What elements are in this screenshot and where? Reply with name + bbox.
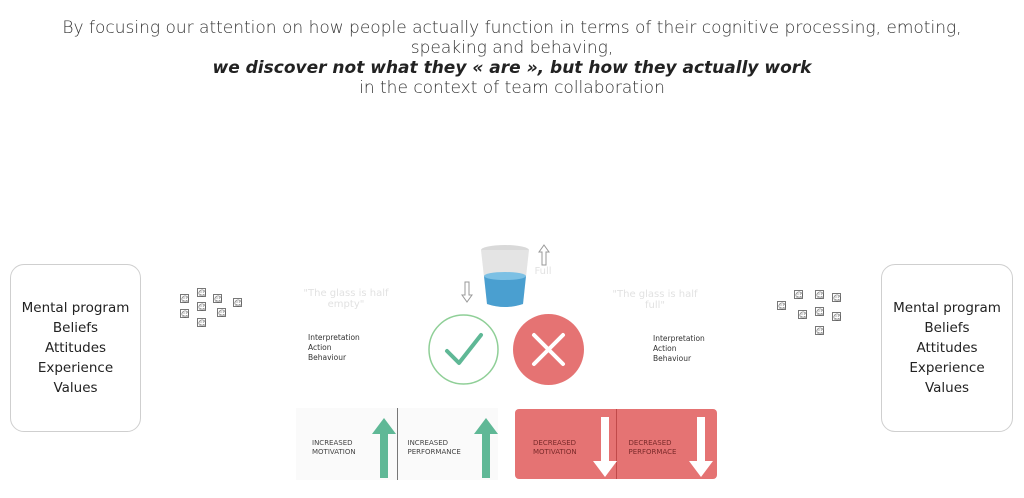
person-icon: ☺ [815, 290, 825, 300]
left-list-item: Behaviour [308, 353, 347, 362]
left-box-line: Experience [37, 360, 114, 376]
person-icon: ☺ [217, 308, 227, 318]
person-icon: ☺ [180, 309, 190, 319]
label-line: DECREASED [628, 439, 672, 447]
left-quote-line: "The glass is half [303, 288, 389, 299]
label-line: PERFORMANCE [407, 448, 461, 456]
check-icon [428, 314, 499, 385]
label-line: INCREASED [407, 439, 449, 447]
decreased-performance-cell: DECREASED PERFORMACE [617, 409, 718, 479]
label-line: MOTIVATION [312, 448, 356, 456]
decreased-motivation-label: DECREASED MOTIVATION [533, 439, 577, 457]
decreased-motivation-cell: DECREASED MOTIVATION [515, 409, 617, 479]
right-box-line: Beliefs [924, 320, 970, 336]
right-quote-line: "The glass is half [612, 289, 698, 300]
right-list-item: Behaviour [653, 354, 692, 363]
arrow-down-icon [593, 417, 617, 477]
label-line: DECREASED [533, 439, 577, 447]
person-icon: ☺ [832, 293, 842, 303]
label-line: MOTIVATION [533, 448, 577, 456]
increased-performance-label: INCREASED PERFORMANCE [408, 439, 461, 457]
increased-performance-cell: INCREASED PERFORMANCE [398, 408, 499, 480]
left-list-item: Action [308, 343, 332, 352]
right-list-item: Action [653, 344, 677, 353]
left-box-line: Mental program [21, 300, 130, 316]
person-icon: ☺ [197, 288, 207, 298]
right-mental-program-box: Mental program Beliefs Attitudes Experie… [881, 264, 1013, 432]
left-box-line: Beliefs [52, 320, 99, 336]
header-text: By focusing our attention on how people … [0, 18, 1024, 98]
person-icon: ☺ [815, 326, 825, 336]
person-icon: ☺ [180, 294, 190, 304]
decreased-performance-label: DECREASED PERFORMACE [629, 439, 677, 457]
right-box-line: Mental program [893, 300, 1001, 316]
left-quote: "The glass is half empty" [296, 288, 396, 310]
person-icon: ☺ [197, 318, 207, 328]
decrease-panel: DECREASED MOTIVATION DECREASED PERFORMAC… [515, 409, 717, 479]
increased-motivation-label: INCREASED MOTIVATION [312, 439, 356, 457]
header-line-3: in the context of team collaboration [359, 78, 665, 98]
arrow-down-icon [688, 417, 713, 477]
left-quote-line: empty" [327, 299, 365, 310]
right-list-item: Interpretation [653, 334, 705, 343]
increased-motivation-cell: INCREASED MOTIVATION [296, 408, 398, 480]
arrow-up-icon [372, 418, 396, 478]
left-box-line: Values [53, 380, 98, 396]
header-line-2: we discover not what they « are », but h… [212, 58, 812, 78]
person-icon: ☺ [794, 290, 804, 300]
left-mental-program-box: Mental program Beliefs Attitudes Experie… [10, 264, 141, 432]
arrow-down-icon [461, 281, 473, 303]
person-icon: ☺ [798, 310, 808, 320]
header-line-1: By focusing our attention on how people … [62, 18, 962, 58]
increase-panel: INCREASED MOTIVATION INCREASED PERFORMAN… [296, 408, 498, 480]
person-icon: ☺ [213, 294, 223, 304]
cross-icon [513, 314, 584, 385]
label-line: INCREASED [312, 439, 353, 447]
left-box-line: Attitudes [44, 340, 107, 356]
right-box-line: Attitudes [916, 340, 978, 356]
left-list-item: Interpretation [308, 333, 360, 342]
arrow-up-icon [538, 244, 550, 266]
right-box-line: Experience [909, 360, 985, 376]
right-behaviour-list: Interpretation Action Behaviour [653, 334, 705, 364]
right-people-cluster: ☺ ☺ ☺ ☺ ☺ ☺ ☺ ☺ [775, 288, 845, 338]
person-icon: ☺ [815, 307, 825, 317]
person-icon: ☺ [832, 312, 842, 322]
label-line: PERFORMACE [628, 448, 677, 456]
arrow-up-icon [473, 418, 498, 478]
glass-icon [481, 245, 529, 307]
left-behaviour-list: Interpretation Action Behaviour [308, 333, 360, 363]
left-people-cluster: ☺ ☺ ☺ ☺ ☺ ☺ ☺ ☺ [176, 285, 246, 330]
person-icon: ☺ [197, 302, 207, 312]
person-icon: ☺ [233, 298, 243, 308]
person-icon: ☺ [777, 301, 787, 311]
glass-full-label: Full [534, 266, 552, 277]
right-quote: "The glass is half full" [605, 289, 705, 311]
right-box-line: Values [924, 380, 970, 396]
right-quote-line: full" [644, 300, 665, 311]
